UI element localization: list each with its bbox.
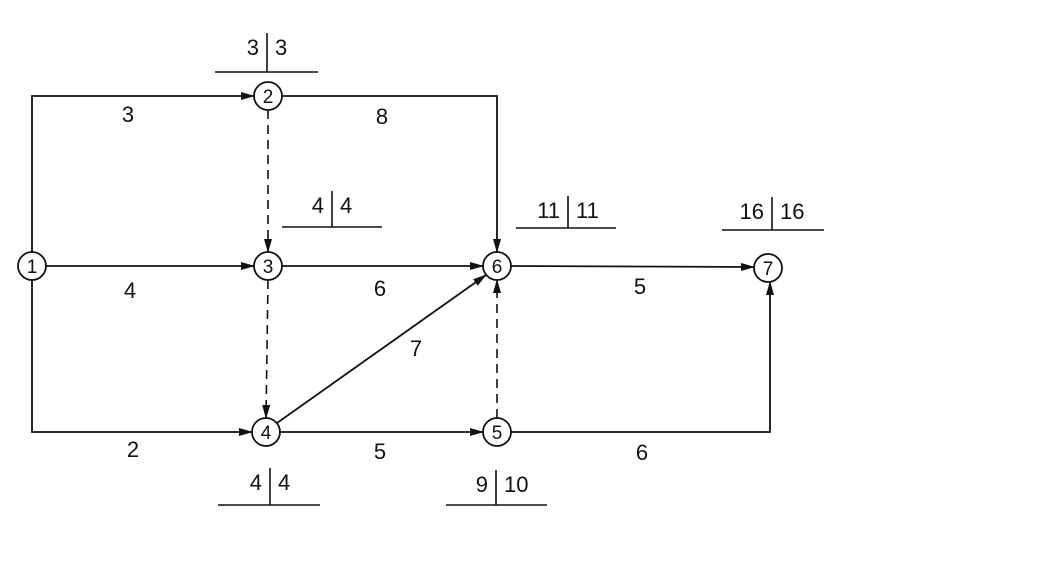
activity-duration-6-7: 5	[634, 274, 646, 299]
event-node-circle	[17, 251, 47, 281]
event-node-circle	[251, 417, 281, 447]
earliest-time-4: 4	[250, 470, 262, 495]
event-node-circle	[753, 253, 783, 283]
event-node-6: 6	[482, 251, 512, 281]
event-node-label: 3	[263, 257, 274, 278]
activity-arrow-6-7	[510, 262, 755, 271]
activity-arrow-1-2	[31, 92, 255, 252]
activity-duration-5-7: 6	[636, 440, 648, 465]
event-node-circle	[253, 251, 283, 281]
latest-time-2: 3	[275, 35, 287, 60]
event-node-circle	[253, 81, 283, 111]
latest-time-4: 4	[278, 470, 290, 495]
activity-duration-1-2: 3	[122, 102, 134, 127]
activity-duration-1-3: 4	[124, 278, 136, 303]
activity-duration-2-6: 8	[376, 104, 388, 129]
activity-arrow-1-4	[31, 280, 253, 436]
event-node-4: 4	[251, 417, 281, 447]
latest-time-5: 10	[504, 472, 528, 497]
event-node-label: 7	[763, 259, 774, 280]
event-node-7: 7	[753, 253, 783, 283]
latest-time-3: 4	[340, 193, 352, 218]
earliest-time-6: 11	[537, 198, 560, 223]
event-node-1: 1	[17, 251, 47, 281]
activity-duration-4-5: 5	[374, 439, 386, 464]
event-time-box-5: 9 10	[446, 470, 547, 506]
event-node-label: 1	[27, 257, 38, 278]
event-node-circle	[482, 251, 512, 281]
event-node-circle	[482, 417, 512, 447]
activity-arrow-2-6	[282, 95, 501, 253]
earliest-time-5: 9	[476, 472, 488, 497]
event-node-label: 5	[492, 423, 503, 444]
event-node-label: 2	[263, 87, 274, 108]
earliest-time-3: 4	[312, 193, 324, 218]
activity-duration-1-4: 2	[127, 437, 139, 462]
earliest-time-2: 3	[247, 35, 259, 60]
event-node-5: 5	[482, 417, 512, 447]
event-node-3: 3	[253, 251, 283, 281]
event-node-label: 4	[261, 423, 272, 444]
dummy-arrow-3-4	[262, 279, 271, 419]
activity-arrow-4-6	[276, 274, 487, 424]
event-node-label: 6	[492, 257, 503, 278]
activity-duration-4-6: 7	[410, 336, 422, 361]
event-node-2: 2	[253, 81, 283, 111]
latest-time-7: 16	[780, 199, 804, 224]
latest-time-6: 11	[576, 198, 599, 223]
event-time-box-6: 11 11	[516, 196, 616, 229]
activity-arrow-5-7	[511, 281, 774, 433]
earliest-time-7: 16	[740, 199, 764, 224]
activity-duration-3-6: 6	[374, 276, 386, 301]
